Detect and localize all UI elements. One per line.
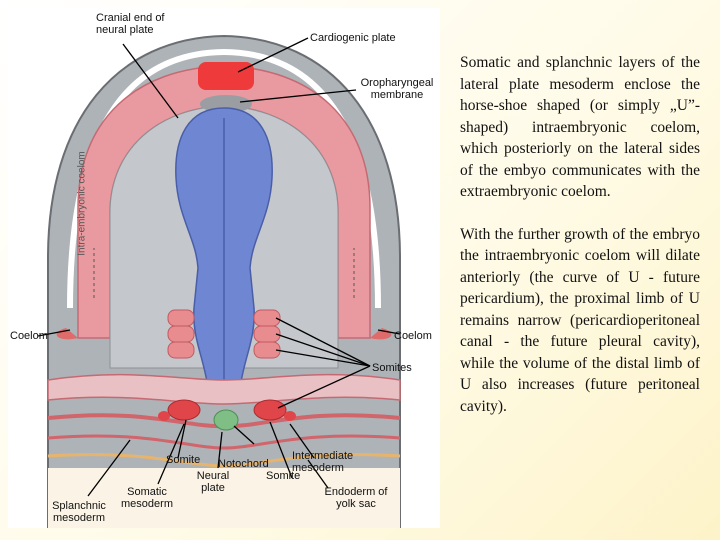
label-cardiogenic-plate: Cardiogenic plate [310, 32, 396, 44]
notochord-shape [213, 409, 239, 431]
coelom-left-bump [56, 328, 78, 340]
splanchnic-mesoderm-layer [47, 434, 401, 450]
label-oropharyngeal-membrane: Oropharyngeal membrane [360, 77, 434, 101]
cross-intermediate-left [158, 411, 170, 421]
cross-somite-left [167, 399, 201, 421]
label-neural-plate: Neural plate [196, 470, 230, 494]
label-coelom-right: Coelom [394, 330, 432, 342]
cardiogenic-plate [198, 62, 254, 90]
label-somatic-mesoderm: Somatic mesoderm [121, 486, 173, 510]
label-notochord: Notochord [218, 458, 269, 470]
label-somite-bottom: Somite [266, 470, 301, 482]
endoderm-layer [47, 453, 401, 468]
cross-intermediate-right [284, 411, 296, 421]
somite-left-2 [167, 325, 195, 343]
label-coelom-left: Coelom [10, 330, 48, 342]
cross-somite-right [253, 399, 287, 421]
label-somites: Somites [372, 362, 412, 374]
somite-right-3 [253, 341, 281, 359]
leader-lines [37, 37, 401, 497]
somite-left-3 [167, 341, 195, 359]
embryo-diagram [37, 34, 401, 528]
label-cranial-end: Cranial end of neural plate [96, 12, 165, 36]
label-somite-left: Somite [166, 454, 201, 466]
label-endoderm-yolk-sac: Endoderm of yolk sac [324, 486, 388, 510]
description-text: Somatic and splanchnic layers of the lat… [460, 52, 700, 438]
label-intermediate-mesoderm: Intermediate mesoderm [292, 450, 354, 474]
paragraph-1: Somatic and splanchnic layers of the lat… [460, 54, 700, 200]
somite-left-1 [167, 309, 195, 327]
embryo-figure: Cranial end of neural plate Cardiogenic … [8, 8, 440, 528]
label-splanchnic-mesoderm: Splanchnic mesoderm [52, 500, 106, 524]
paragraph-2: With the further growth of the embryo th… [460, 225, 700, 415]
label-intra-embryonic-coelom: Intra-embryonic coelom [76, 151, 88, 256]
cross-section-ectoderm [47, 373, 401, 405]
yolk-sac-area [48, 468, 400, 528]
